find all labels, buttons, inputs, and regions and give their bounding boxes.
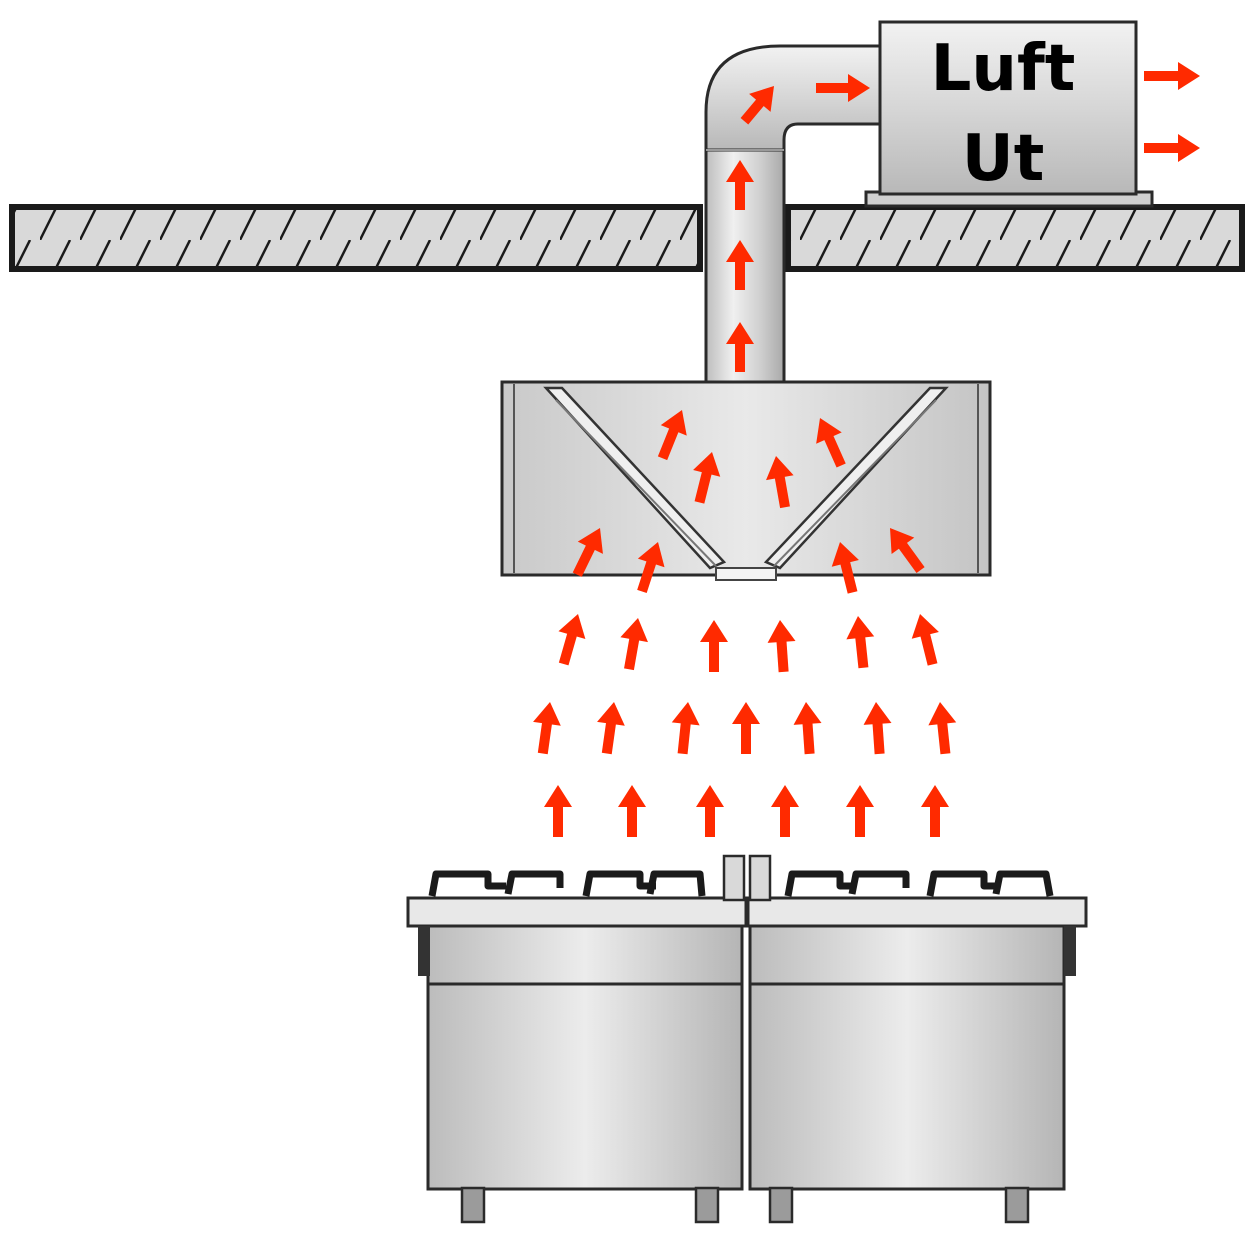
- arrow-up-icon: [558, 614, 586, 666]
- arrow-right-icon: [1144, 134, 1200, 162]
- arrow-up-icon: [544, 785, 572, 837]
- arrow-up-icon: [740, 86, 774, 125]
- arrow-up-icon: [618, 785, 646, 837]
- ceiling-slab: [9, 204, 1245, 272]
- arrow-up-icon: [693, 452, 721, 504]
- arrow-up-icon: [671, 702, 700, 755]
- arrow-up-icon: [533, 702, 561, 755]
- arrow-up-icon: [846, 616, 875, 669]
- arrow-up-icon: [700, 620, 728, 672]
- arrow-up-icon: [863, 702, 892, 755]
- fan-box: Luft Ut: [864, 20, 1154, 208]
- arrow-up-icon: [637, 542, 665, 594]
- arrow-up-icon: [726, 322, 754, 372]
- arrow-up-icon: [921, 785, 949, 837]
- arrow-up-icon: [766, 456, 794, 509]
- fan-label-line2: Ut: [962, 122, 1045, 196]
- stove-left: [406, 854, 748, 1224]
- arrow-up-icon: [767, 620, 796, 673]
- arrow-up-icon: [793, 702, 822, 755]
- hood-filter-right: [763, 386, 949, 570]
- arrow-up-icon: [771, 785, 799, 837]
- arrow-right-icon: [1144, 62, 1200, 90]
- burner-grate: [428, 870, 706, 897]
- arrow-up-icon: [816, 418, 846, 468]
- arrow-up-icon: [890, 528, 925, 574]
- airflow-arrows: [533, 62, 1200, 837]
- arrow-up-icon: [597, 702, 625, 755]
- arrow-up-icon: [620, 618, 648, 671]
- arrow-up-icon: [696, 785, 724, 837]
- arrow-right-icon: [816, 74, 870, 102]
- arrow-up-icon: [657, 410, 687, 461]
- arrow-up-icon: [846, 785, 874, 837]
- burner-grate: [784, 870, 1054, 897]
- arrow-up-icon: [928, 702, 957, 755]
- arrow-up-icon: [831, 542, 859, 594]
- stove-right: [746, 854, 1088, 1224]
- arrow-up-icon: [572, 528, 603, 577]
- fan-label-line1: Luft: [931, 32, 1076, 106]
- arrow-up-icon: [732, 702, 760, 754]
- arrow-up-icon: [726, 160, 754, 210]
- extraction-hood: [500, 380, 992, 581]
- grease-trough: [715, 567, 777, 581]
- arrow-up-icon: [726, 240, 754, 290]
- arrow-up-icon: [911, 614, 939, 666]
- hood-filter-left: [543, 386, 727, 570]
